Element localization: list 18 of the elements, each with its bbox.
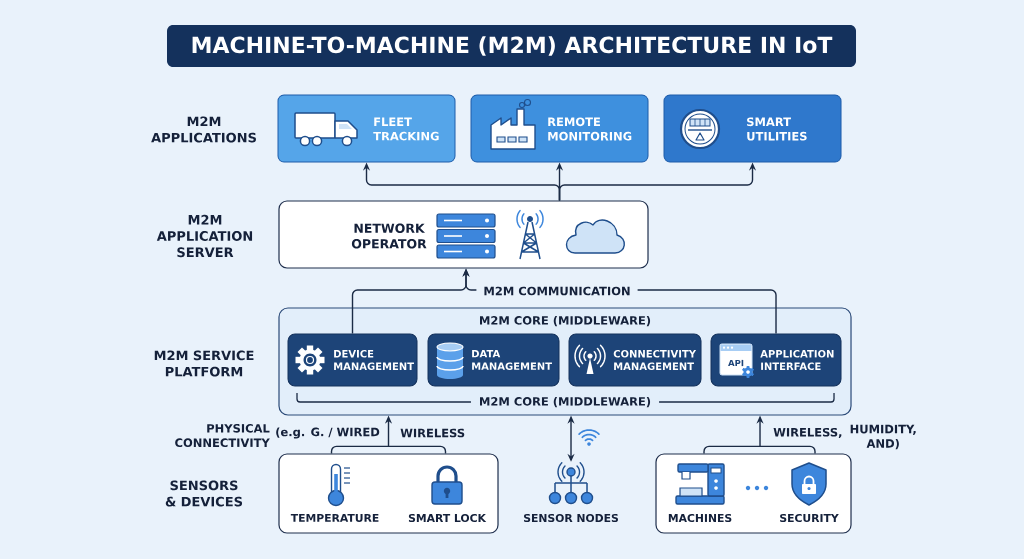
module-box: DEVICE MANAGEMENT	[287, 333, 418, 387]
device-label: SMART LOCK	[408, 513, 487, 523]
annotation: (e.g. G. / WIRED	[276, 427, 380, 439]
row-label: SENSORS & DEVICES	[165, 480, 243, 507]
row-label: PHYSICAL CONNECTIVITY	[175, 423, 270, 448]
row-label: M2M SERVICE PLATFORM	[154, 350, 254, 377]
title-banner: MACHINE-TO-MACHINE (M2M) ARCHITECTURE IN IoT	[167, 25, 856, 67]
node-label: SENSOR NODES	[524, 513, 618, 523]
annotation: WIRELESS,	[773, 427, 842, 439]
row-label: M2M APPLICATIONS	[151, 116, 256, 143]
module-box: CONNECTIVITY MANAGEMENT	[568, 333, 702, 387]
device-label: SECURITY	[780, 513, 839, 523]
api-text: API	[728, 359, 744, 367]
row-label: M2M APPLICATION SERVER	[156, 214, 253, 258]
device-label: TEMPERATURE	[290, 514, 379, 522]
annotation: WIRELESS	[400, 428, 465, 438]
annotation: HUMIDITY, AND)	[850, 424, 916, 450]
device-label: MACHINES	[668, 513, 732, 523]
